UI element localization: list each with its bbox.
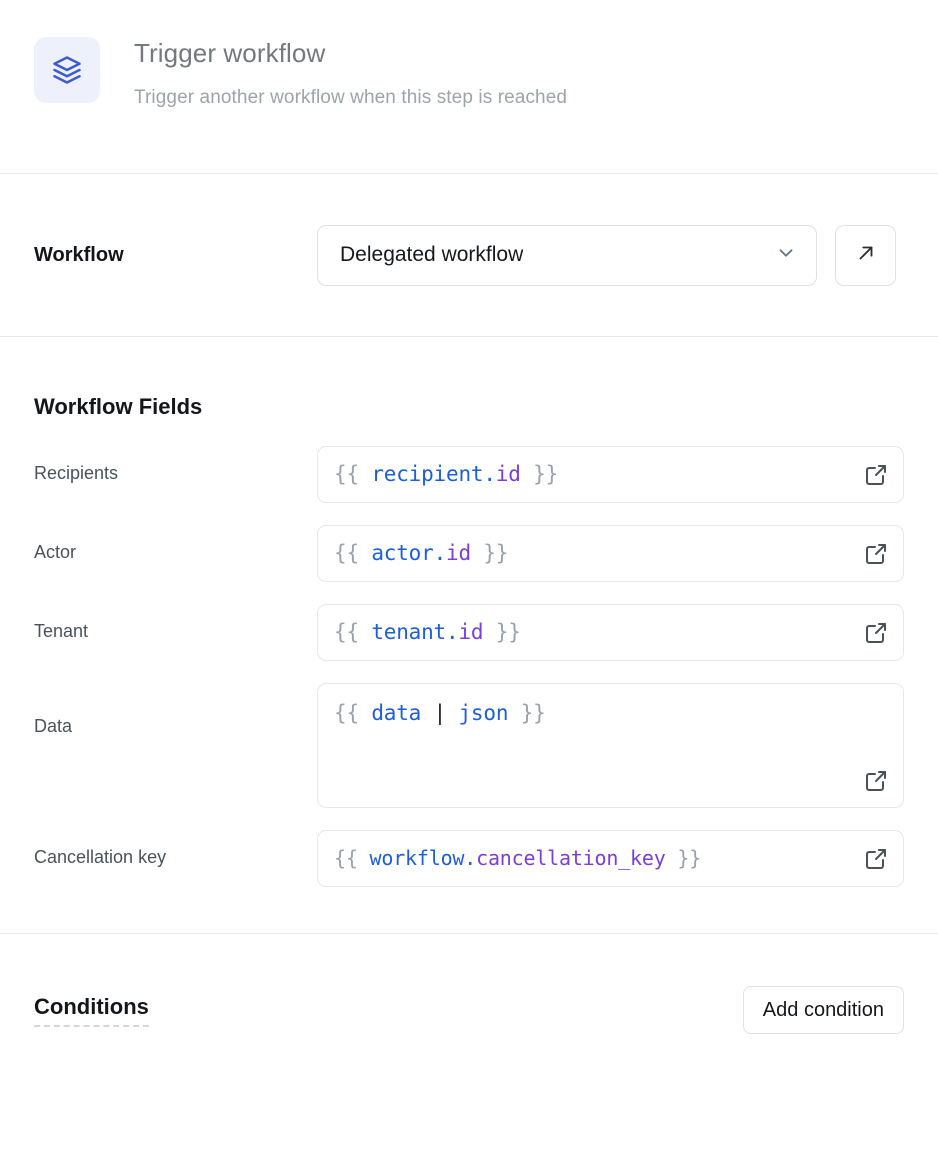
field-label-actor: Actor	[34, 542, 77, 562]
field-label-cancellation-key: Cancellation key	[34, 847, 167, 867]
external-link-icon[interactable]	[864, 769, 888, 793]
field-row-actor: Actor {{ actor.id }}	[34, 525, 904, 582]
header-text-group: Trigger workflow Trigger another workflo…	[134, 33, 567, 111]
layers-icon	[34, 37, 100, 103]
field-input-recipients[interactable]: {{ recipient.id }}	[317, 446, 904, 503]
external-link-icon[interactable]	[864, 463, 888, 487]
conditions-title: Conditions	[34, 994, 149, 1027]
field-label-tenant: Tenant	[34, 621, 89, 641]
field-row-recipients: Recipients {{ recipient.id }}	[34, 446, 904, 503]
field-input-data[interactable]: {{ data | json }}	[317, 683, 904, 808]
chevron-down-icon	[775, 242, 797, 269]
workflow-fields-section: Workflow Fields Recipients {{ recipient.i…	[0, 337, 938, 934]
field-input-tenant[interactable]: {{ tenant.id }}	[317, 604, 904, 661]
workflow-fields-heading: Workflow Fields	[34, 394, 203, 419]
field-row-tenant: Tenant {{ tenant.id }}	[34, 604, 904, 661]
panel-header: Trigger workflow Trigger another workflo…	[0, 0, 938, 174]
field-input-cancellation-key[interactable]: {{ workflow.cancellation_key }}	[317, 830, 904, 887]
workflow-select-value: Delegated workflow	[340, 243, 524, 266]
conditions-section: Conditions Add condition	[0, 934, 938, 1086]
field-row-data: Data {{ data | json }}	[34, 683, 904, 808]
field-value-tenant: {{ tenant.id }}	[334, 620, 521, 644]
workflow-select-section: Workflow Delegated workflow	[0, 174, 938, 337]
field-value-actor: {{ actor.id }}	[334, 541, 509, 565]
arrow-up-right-icon	[855, 242, 877, 269]
external-link-icon[interactable]	[864, 847, 888, 871]
field-value-recipients: {{ recipient.id }}	[334, 462, 559, 486]
field-row-cancellation-key: Cancellation key {{ workflow.cancellation…	[34, 830, 904, 887]
field-input-actor[interactable]: {{ actor.id }}	[317, 525, 904, 582]
external-link-icon[interactable]	[864, 621, 888, 645]
field-value-cancellation-key: {{ workflow.cancellation_key }}	[334, 846, 702, 870]
add-condition-button[interactable]: Add condition	[742, 986, 904, 1034]
field-label-data: Data	[34, 716, 73, 736]
workflow-label: Workflow	[34, 243, 124, 266]
open-workflow-button[interactable]	[835, 224, 896, 286]
external-link-icon[interactable]	[864, 542, 888, 566]
workflow-select[interactable]: Delegated workflow	[317, 224, 817, 286]
field-value-data: {{ data | json }}	[334, 701, 546, 725]
workflow-fields-list: Recipients {{ recipient.id }} Actor {{ acto…	[34, 446, 904, 887]
page-title: Trigger workflow	[134, 38, 326, 68]
page-subtitle: Trigger another workflow when this step …	[134, 87, 568, 108]
field-label-recipients: Recipients	[34, 463, 119, 483]
